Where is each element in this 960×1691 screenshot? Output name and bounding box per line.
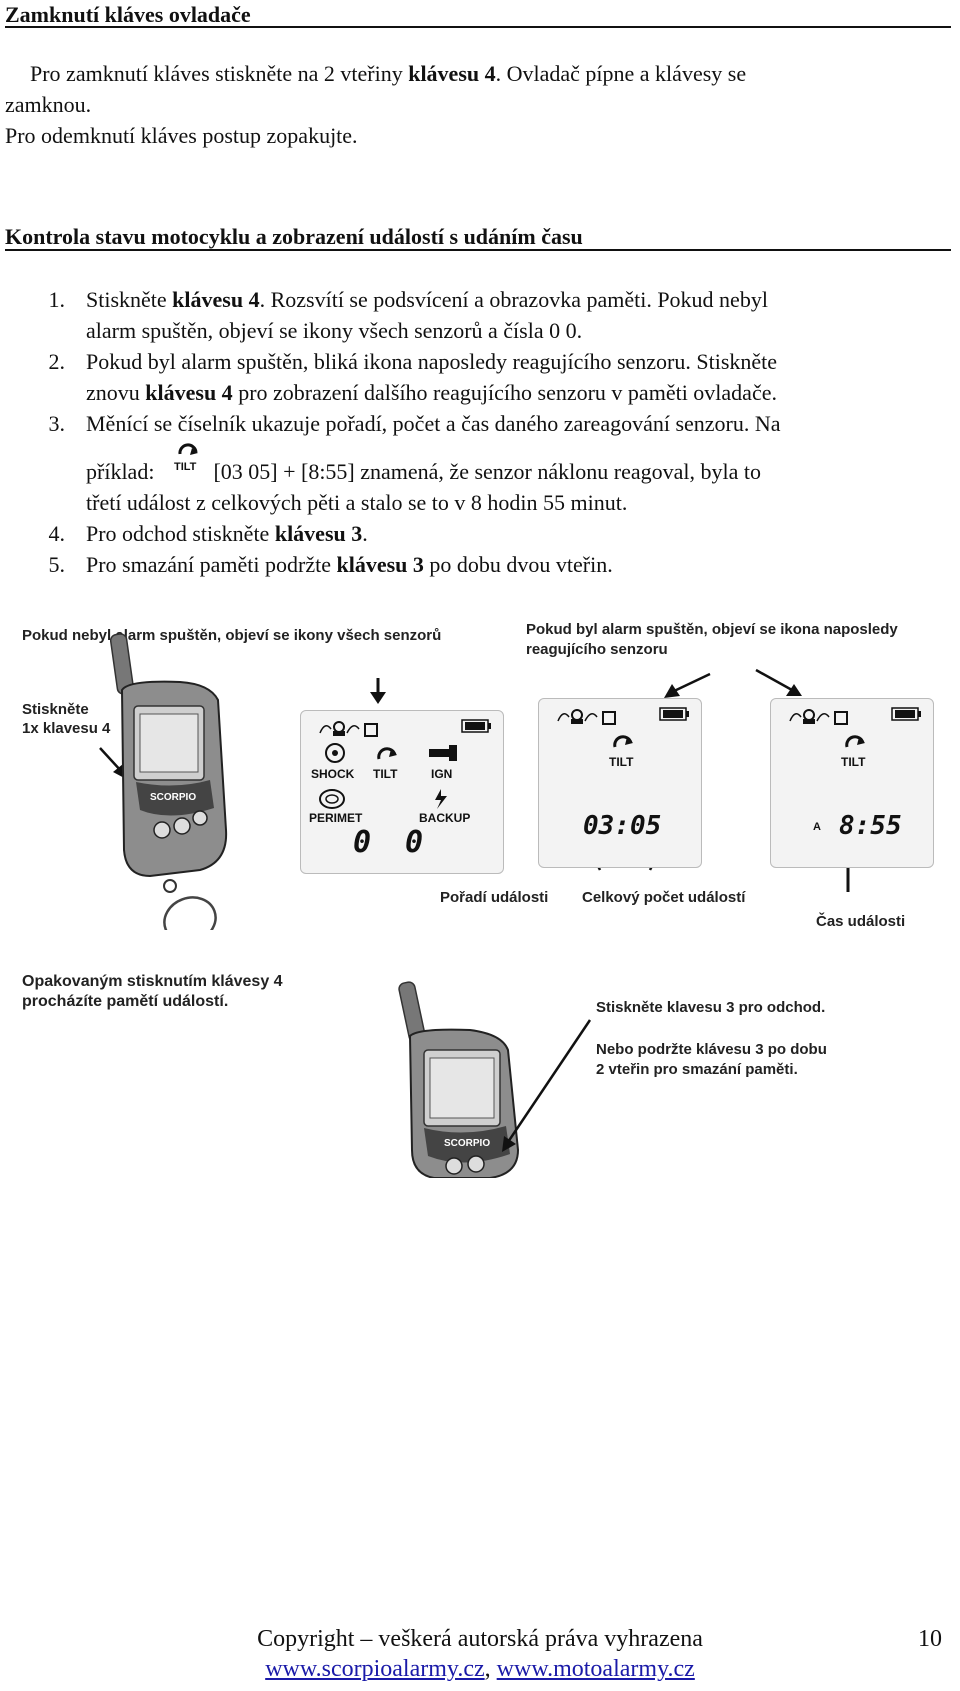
- title-underline: [5, 249, 951, 251]
- lcd-screen-event-count: TILT 03:05: [538, 698, 702, 868]
- bold-key: klávesu 4: [172, 287, 260, 312]
- text: Pro zamknutí kláves stiskněte na 2 vteři…: [30, 61, 409, 86]
- label-tilt: TILT: [373, 767, 398, 781]
- label-tilt: TILT: [609, 755, 634, 769]
- alarm-icon: [319, 721, 378, 737]
- list-number: 3.: [48, 411, 66, 436]
- tilt-sensor-icon: [845, 735, 865, 748]
- caption-hold-2: 2 vteřin pro smazání paměti.: [596, 1061, 798, 1078]
- caption-alarm-2: reagujícího senzoru: [526, 641, 668, 658]
- list-item-line: příklad: TILT [03 05] + [8:55] znamená, …: [86, 443, 956, 487]
- text: Stiskněte: [86, 287, 173, 312]
- bold-key: klávesu 4: [408, 61, 496, 86]
- lcd-screen-all-sensors: SHOCK TILT IGN PERIMET BACKUP 0 0: [300, 710, 504, 874]
- list-number: 4.: [48, 521, 66, 546]
- section-title-status: Kontrola stavu motocyklu a zobrazení udá…: [5, 224, 583, 249]
- text: Pro smazání paměti podržte: [86, 552, 337, 577]
- battery-icon: [659, 707, 689, 721]
- remote-control-icon: SCORPIO: [398, 981, 520, 1178]
- remote-brand: SCORPIO: [444, 1138, 490, 1149]
- caption-repeat-2: procházíte pamětí událostí.: [22, 993, 229, 1010]
- list-item-line: znovu klávesu 4 pro zobrazení dalšího re…: [86, 377, 956, 408]
- label-backup: BACKUP: [419, 811, 471, 825]
- caption-alarm-1: Pokud byl alarm spuštěn, objeví se ikona…: [526, 621, 898, 638]
- label-shock: SHOCK: [311, 767, 355, 781]
- figure-arrows-lower: [502, 1019, 592, 1152]
- tilt-icon-label: TILT: [174, 461, 197, 473]
- lcd-am-indicator: A: [813, 821, 821, 833]
- caption-order: Pořadí události: [440, 889, 549, 906]
- lcd-digit: 0: [405, 825, 424, 860]
- footer-links: www.scorpioalarmy.cz, www.motoalarmy.cz: [140, 1656, 820, 1683]
- caption-repeat-1: Opakovaným stisknutím klávesy 4: [22, 973, 283, 990]
- shock-icon: [325, 743, 345, 763]
- text: .: [362, 521, 368, 546]
- text: po dobu dvou vteřin.: [423, 552, 613, 577]
- list-item: Pro odchod stiskněte klávesu 3.: [86, 518, 956, 549]
- remote-control-icon: SCORPIO: [110, 633, 228, 930]
- caption-exit: Stiskněte klavesu 3 pro odchod.: [596, 999, 826, 1016]
- footer-copyright: Copyright – veškerá autorská práva vyhra…: [257, 1626, 703, 1652]
- label-tilt: TILT: [841, 755, 866, 769]
- list-item-line: Měnící se číselník ukazuje pořadí, počet…: [86, 411, 781, 436]
- caption-time: Čas události: [816, 913, 906, 930]
- caption-hold-1: Nebo podržte klávesu 3 po dobu: [596, 1041, 827, 1058]
- list-item-line: alarm spuštěn, objeví se ikony všech sen…: [86, 318, 583, 343]
- title-underline: [5, 26, 951, 28]
- battery-icon: [461, 719, 491, 733]
- bold-key: klávesu 4: [145, 380, 233, 405]
- list-number: 1.: [48, 287, 66, 312]
- link-scorpioalarmy[interactable]: www.scorpioalarmy.cz: [265, 1656, 485, 1682]
- list-number: 2.: [48, 349, 66, 374]
- text: zamknou.: [5, 92, 92, 117]
- lcd-event-time: 8:55: [839, 811, 902, 841]
- list-item-line: Pokud byl alarm spuštěn, bliká ikona nap…: [86, 349, 778, 374]
- list-number: 5.: [48, 552, 66, 577]
- ignition-icon: [429, 745, 457, 761]
- text: znovu: [86, 380, 146, 405]
- text: příklad:: [86, 459, 155, 484]
- backup-icon: [435, 789, 447, 809]
- paragraph-lock: Pro zamknutí kláves stiskněte na 2 vteři…: [5, 58, 960, 151]
- tilt-sensor-icon: [377, 747, 397, 760]
- tilt-sensor-icon: [613, 735, 633, 748]
- list-item: Stiskněte klávesu 4. Rozsvítí se podsvíc…: [86, 284, 956, 315]
- alarm-icon: [557, 709, 616, 725]
- alarm-icon: [789, 709, 848, 725]
- text: . Ovladač pípne a klávesy se: [495, 61, 747, 86]
- ordered-list: 1. Stiskněte klávesu 4. Rozsvítí se pods…: [0, 284, 960, 584]
- lcd-digit: 0: [353, 825, 372, 860]
- link-motoalarmy[interactable]: www.motoalarmy.cz: [496, 1656, 695, 1682]
- caption-press-1: Stiskněte: [22, 701, 89, 718]
- remote-brand: SCORPIO: [150, 792, 196, 803]
- bold-key: klávesu 3: [336, 552, 424, 577]
- text: Pro odchod stiskněte: [86, 521, 275, 546]
- caption-press-2: 1x klavesu 4: [22, 720, 111, 737]
- caption-total: Celkový počet událostí: [582, 889, 746, 906]
- text: [03 05] + [8:55] znamená, že senzor nákl…: [213, 459, 761, 484]
- battery-icon: [891, 707, 921, 721]
- figure: Pokud nebyl alarm spuštěn, objeví se iko…: [0, 600, 960, 1180]
- text: pro zobrazení dalšího reagujícího senzor…: [232, 380, 777, 405]
- list-item-line: třetí událost z celkových pěti a stalo s…: [86, 490, 628, 515]
- link-separator: ,: [484, 1656, 497, 1682]
- lcd-screen-event-time: TILT A 8:55: [770, 698, 934, 868]
- label-ign: IGN: [431, 767, 453, 781]
- list-item: Pro smazání paměti podržte klávesu 3 po …: [86, 549, 956, 580]
- label-perimet: PERIMET: [309, 811, 363, 825]
- section-title-lock: Zamknutí kláves ovladače: [5, 2, 251, 27]
- text: . Rozsvítí se podsvícení a obrazovka pam…: [259, 287, 768, 312]
- perimeter-icon: [319, 789, 345, 809]
- page-number: 10: [918, 1626, 942, 1652]
- lcd-event-counter: 03:05: [583, 811, 662, 841]
- text: Pro odemknutí kláves postup zopakujte.: [5, 123, 358, 148]
- bold-key: klávesu 3: [274, 521, 363, 546]
